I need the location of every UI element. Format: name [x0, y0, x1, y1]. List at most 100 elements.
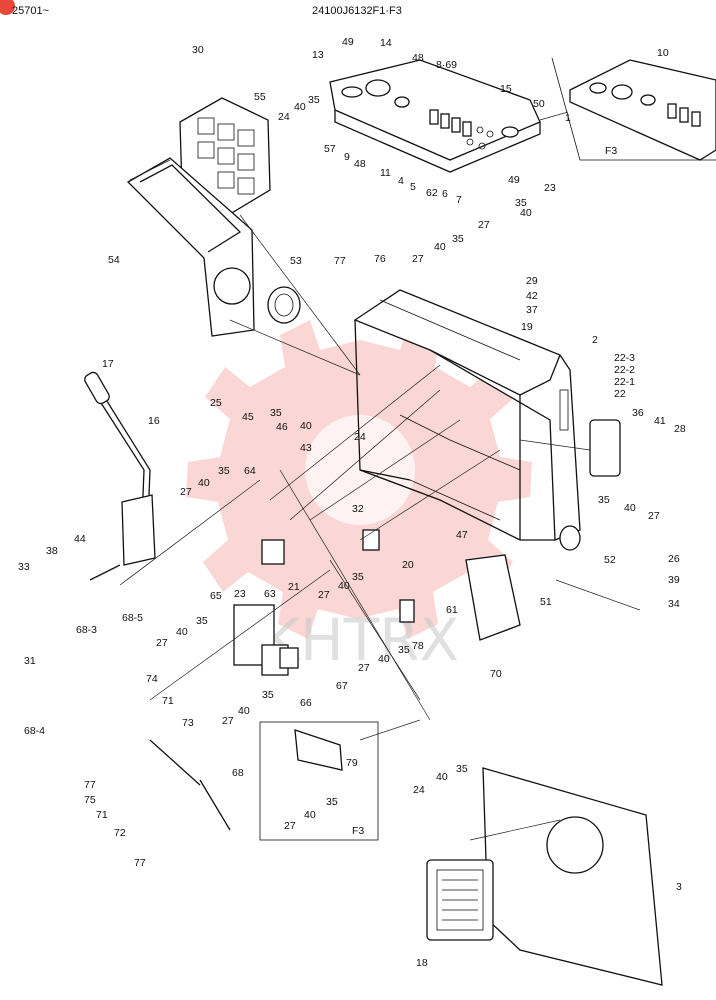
part-label: 73 — [182, 717, 194, 729]
part-label: 34 — [668, 598, 680, 610]
part-label: 68-4 — [24, 725, 45, 737]
meter-panel-assembly — [126, 97, 301, 337]
part-label: 40 — [520, 207, 532, 219]
part-label: 71 — [96, 809, 108, 821]
part-label: 3 — [676, 881, 682, 893]
part-label: 35 — [262, 689, 274, 701]
part-label: 77 — [134, 857, 146, 869]
part-label: 32 — [352, 503, 364, 515]
part-label: 23 — [544, 182, 556, 194]
part-label: 5 — [410, 181, 416, 193]
part-label: 66 — [300, 697, 312, 709]
part-label: 35 — [515, 197, 527, 209]
part-label: 29 — [526, 275, 538, 287]
part-label: 21 — [288, 581, 300, 593]
part-label: 6 — [442, 188, 448, 200]
part-label: 27 — [358, 662, 370, 674]
part-label: 35 — [218, 465, 230, 477]
part-label: 72 — [114, 827, 126, 839]
part-label: 57 — [324, 143, 336, 155]
part-label: 77 — [334, 255, 346, 267]
part-label: 35 — [398, 644, 410, 656]
part-label: 31 — [24, 655, 36, 667]
part-label: 35 — [308, 94, 320, 106]
part-label: 1 — [565, 112, 571, 124]
part-label: 49 — [508, 174, 520, 186]
part-label: 23 — [234, 588, 246, 600]
part-label: 35 — [270, 407, 282, 419]
part-label: 27 — [180, 486, 192, 498]
part-label: 40 — [378, 653, 390, 665]
part-label: 27 — [478, 219, 490, 231]
part-label: 79 — [346, 757, 358, 769]
part-label: 9 — [344, 151, 350, 163]
part-label: 24 — [278, 111, 290, 123]
part-label: 35 — [326, 796, 338, 808]
corner-badge — [0, 0, 15, 15]
part-label: 40 — [198, 477, 210, 489]
part-label: 8·69 — [436, 59, 457, 71]
part-label: 25 — [210, 397, 222, 409]
part-label: 35 — [352, 571, 364, 583]
part-label: 28 — [674, 423, 686, 435]
part-label: 77 — [84, 779, 96, 791]
part-label: 35 — [598, 494, 610, 506]
part-label: 53 — [290, 255, 302, 267]
part-label: 30 — [192, 44, 204, 56]
part-label: 22-2 — [614, 364, 635, 376]
part-label: 24 — [413, 784, 425, 796]
part-label: 40 — [238, 705, 250, 717]
part-label: 46 — [276, 421, 288, 433]
part-label: 16 — [148, 415, 160, 427]
part-label: 2 — [592, 334, 598, 346]
part-label: 48 — [354, 158, 366, 170]
back-plate — [426, 767, 663, 986]
part-label: 27 — [156, 637, 168, 649]
part-label: 18 — [416, 957, 428, 969]
part-label: 49 — [342, 36, 354, 48]
relay-parts — [149, 419, 621, 831]
part-label: 40 — [624, 502, 636, 514]
part-label: 78 — [412, 640, 424, 652]
part-label: 50 — [533, 98, 545, 110]
part-label: 10 — [657, 47, 669, 59]
part-label: 51 — [540, 596, 552, 608]
part-label: 35 — [452, 233, 464, 245]
part-label: 64 — [244, 465, 256, 477]
part-label: 35 — [196, 615, 208, 627]
part-label: 40 — [294, 101, 306, 113]
part-label: 54 — [108, 254, 120, 266]
part-label: 14 — [380, 37, 392, 49]
part-label: 65 — [210, 590, 222, 602]
part-label: 40 — [300, 420, 312, 432]
inset-f3-top: F3 — [551, 57, 716, 161]
part-label: 27 — [648, 510, 660, 522]
part-label: 40 — [338, 580, 350, 592]
instrument-panel-top — [329, 59, 541, 173]
part-label: 45 — [242, 411, 254, 423]
part-label: 19 — [521, 321, 533, 333]
part-label: 68-3 — [76, 624, 97, 636]
part-label: 27 — [318, 589, 330, 601]
part-label: 36 — [632, 407, 644, 419]
part-label: 33 — [18, 561, 30, 573]
part-label: 40 — [176, 626, 188, 638]
part-label: 75 — [84, 794, 96, 806]
part-label: 22-3 — [614, 352, 635, 364]
part-label: 22 — [614, 388, 626, 400]
part-label: 24 — [354, 431, 366, 443]
lever-assembly — [84, 371, 156, 581]
part-label: 76 — [374, 253, 386, 265]
part-label: 68-5 — [122, 612, 143, 624]
part-label: 48 — [412, 52, 424, 64]
part-label: 61 — [446, 604, 458, 616]
part-label: 42 — [526, 290, 538, 302]
part-label: 7 — [456, 194, 462, 206]
part-label: 22-1 — [614, 376, 635, 388]
part-label: 15 — [500, 83, 512, 95]
part-label: 43 — [300, 442, 312, 454]
part-label: 44 — [74, 533, 86, 545]
part-label: 11 — [380, 167, 391, 179]
drawing-code: 24100J6132F1·F3 — [312, 5, 402, 17]
